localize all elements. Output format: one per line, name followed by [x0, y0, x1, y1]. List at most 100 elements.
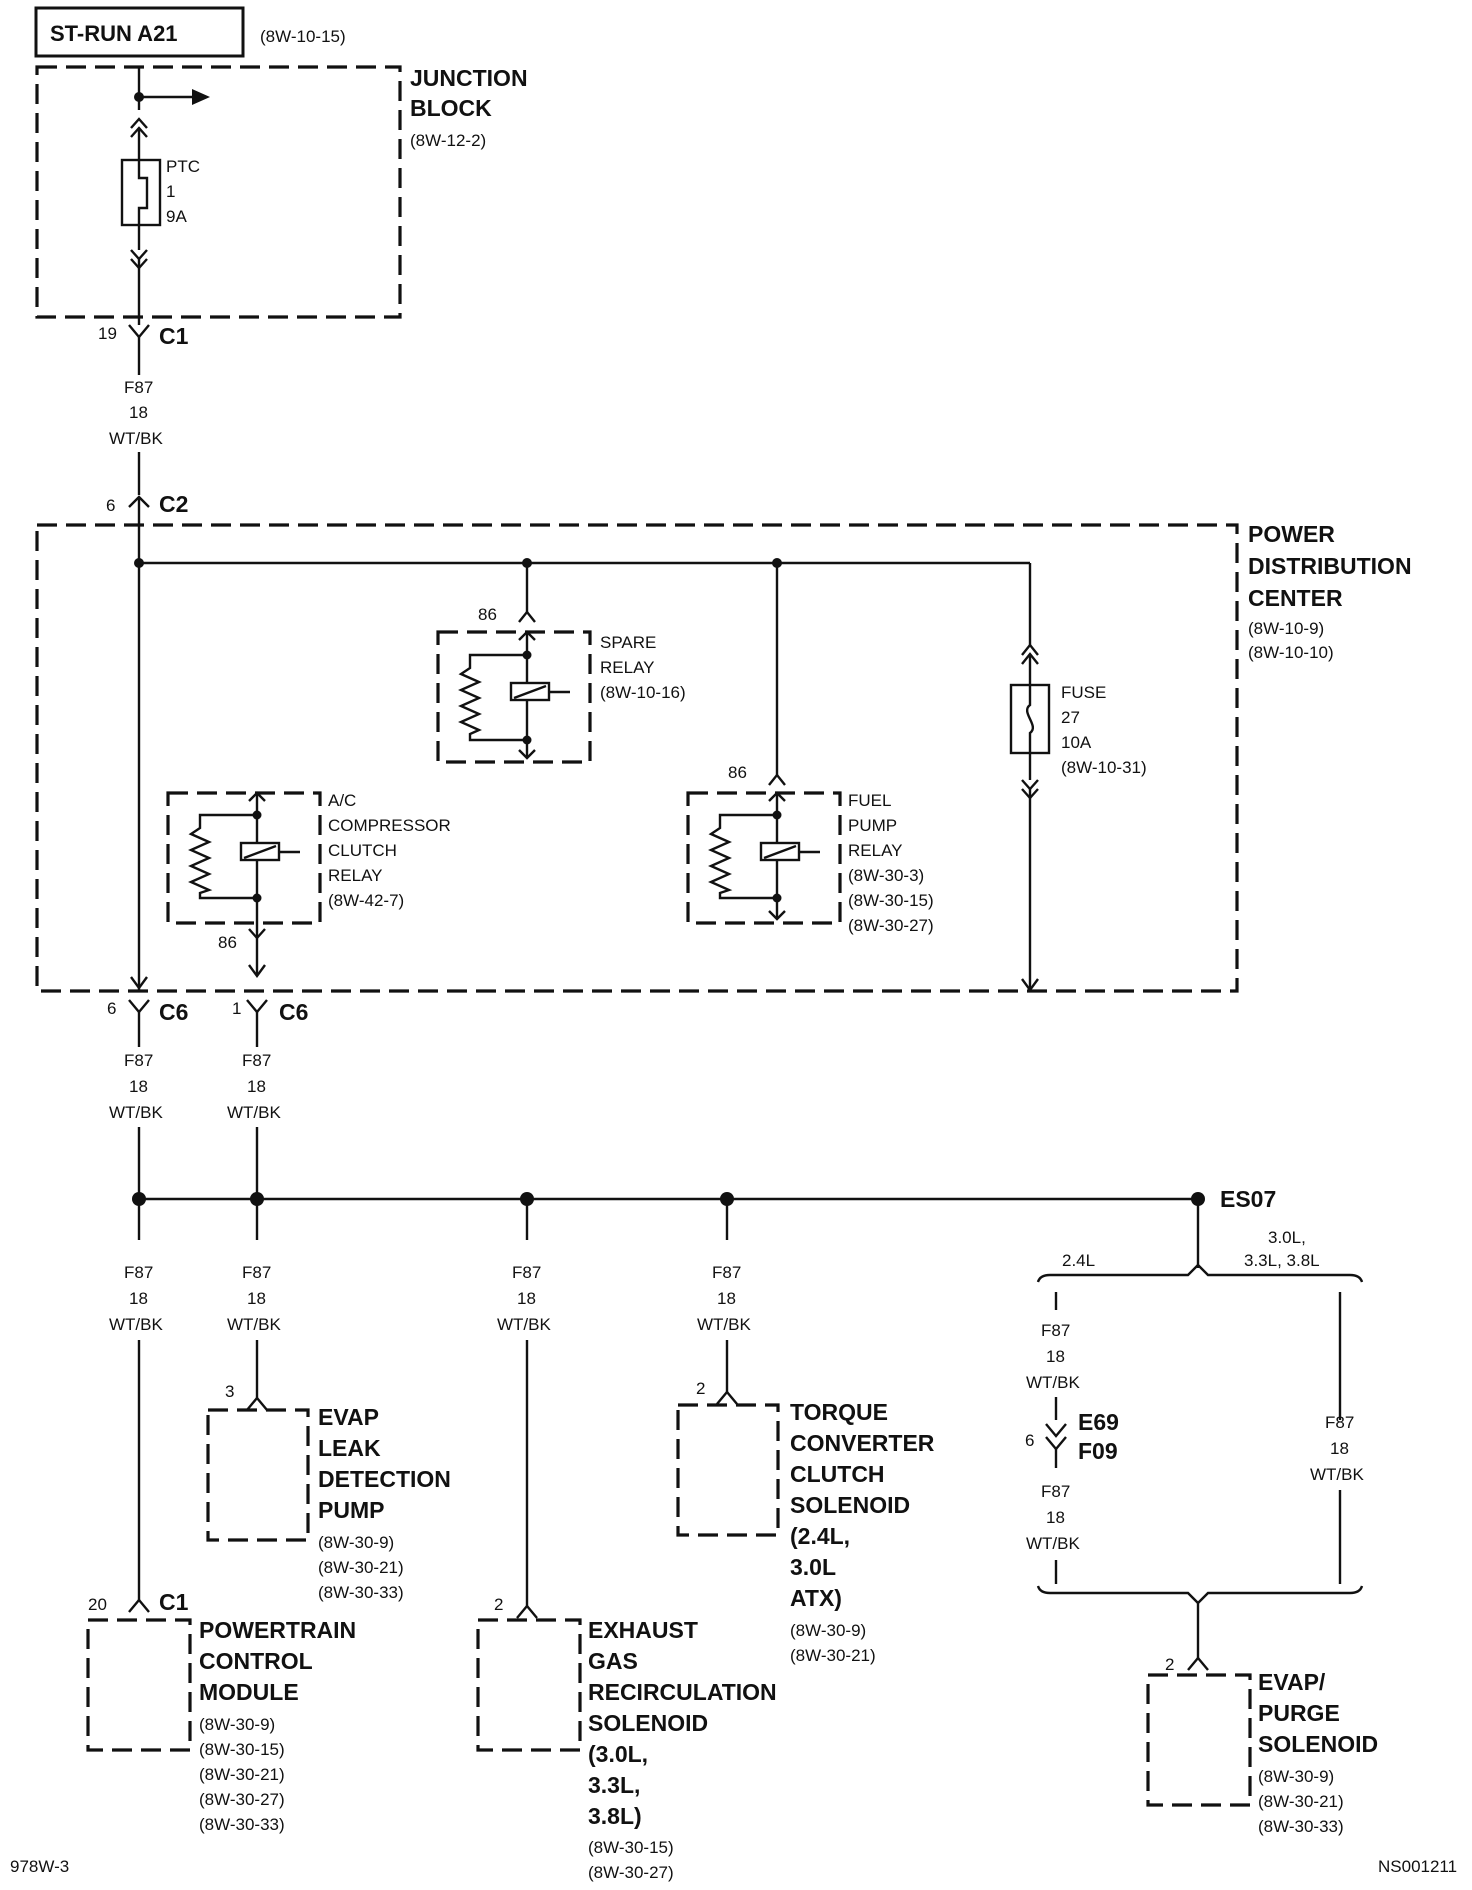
pcm-label-3: MODULE [199, 1679, 299, 1705]
wire-label-f87: F87 [1325, 1413, 1354, 1432]
footer-left-code: 978W-3 [10, 1857, 69, 1876]
egr-label-2: GAS [588, 1648, 638, 1674]
fuel-pump-relay-pin: 86 [728, 763, 747, 782]
branch-brace-top [1036, 1263, 1364, 1283]
torque-label-1: TORQUE [790, 1399, 888, 1425]
fuse-label: FUSE [1061, 683, 1106, 702]
pdc-label-1: POWER [1248, 521, 1335, 547]
ptc-rating: 9A [166, 207, 187, 226]
egr-label-3: RECIRCULATION [588, 1679, 777, 1705]
wire-label-gauge: 18 [717, 1289, 736, 1308]
wire-label-color: WT/BK [1310, 1465, 1364, 1484]
ac-relay-label-3: CLUTCH [328, 841, 397, 860]
c1-top-pin: 19 [98, 324, 117, 343]
ac-relay-pin: 86 [218, 933, 237, 952]
e69-pin: 6 [1025, 1431, 1034, 1450]
egr-ref-1: (8W-30-15) [588, 1838, 674, 1857]
c6-right-name: C6 [279, 999, 308, 1025]
egr-solenoid-outline [476, 1618, 582, 1752]
ptc-label: PTC [166, 157, 200, 176]
pcm-label-1: POWERTRAIN [199, 1617, 356, 1643]
evap-leak-ref-1: (8W-30-9) [318, 1533, 394, 1552]
egr-pin: 2 [494, 1595, 503, 1614]
wire-label-color: WT/BK [109, 1315, 163, 1334]
ac-relay-label-4: RELAY [328, 866, 383, 885]
pcm-ref-3: (8W-30-21) [199, 1765, 285, 1784]
footer-right-code: NS001211 [1378, 1857, 1457, 1876]
fuel-pump-relay-label-1: FUEL [848, 791, 891, 810]
evap-leak-ref-3: (8W-30-33) [318, 1583, 404, 1602]
purge-ref-1: (8W-30-9) [1258, 1767, 1334, 1786]
wire-label-gauge: 18 [1046, 1347, 1065, 1366]
f09-name: F09 [1078, 1438, 1118, 1464]
torque-pin: 2 [696, 1379, 705, 1398]
branch-right-label-2: 3.3L, 3.8L [1244, 1251, 1320, 1270]
c6-right-pin: 1 [232, 999, 241, 1018]
pcm-connector: C1 [159, 1589, 189, 1615]
wire-label-f87: F87 [242, 1051, 271, 1070]
branch-right-label-1: 3.0L, [1268, 1228, 1306, 1247]
torque-label-4: SOLENOID [790, 1492, 910, 1518]
spare-relay-icon [458, 630, 570, 760]
junction-block-label-1: JUNCTION [410, 65, 528, 91]
wire-label-f87: F87 [124, 378, 153, 397]
c6-left-name: C6 [159, 999, 188, 1025]
circuit-title: ST-RUN A21 [50, 21, 178, 46]
branch-brace-bottom [1036, 1585, 1364, 1605]
fuel-pump-relay-ref-3: (8W-30-27) [848, 916, 934, 935]
connector-e69-f09 [1045, 1423, 1067, 1451]
purge-label-2: PURGE [1258, 1700, 1340, 1726]
torque-label-2: CONVERTER [790, 1430, 935, 1456]
c1-top-name: C1 [159, 323, 189, 349]
evap-leak-label-4: PUMP [318, 1497, 384, 1523]
pcm-ref-5: (8W-30-33) [199, 1815, 285, 1834]
continuation-arrow-icon [192, 89, 210, 105]
wire-label-color: WT/BK [227, 1315, 281, 1334]
wire-label-f87: F87 [124, 1051, 153, 1070]
wire-label-color: WT/BK [109, 1103, 163, 1122]
purge-solenoid-outline [1146, 1673, 1252, 1807]
ac-relay-ref: (8W-42-7) [328, 891, 404, 910]
wire-label-gauge: 18 [129, 1289, 148, 1308]
pcm-pin: 20 [88, 1595, 107, 1614]
wire-label-f87: F87 [242, 1263, 271, 1282]
torque-ref-2: (8W-30-21) [790, 1646, 876, 1665]
e69-name: E69 [1078, 1409, 1119, 1435]
evap-leak-label-3: DETECTION [318, 1466, 451, 1492]
spare-relay-ref: (8W-10-16) [600, 683, 686, 702]
wire-label-color: WT/BK [497, 1315, 551, 1334]
pcm-label-2: CONTROL [199, 1648, 313, 1674]
fuse-rating: 10A [1061, 733, 1092, 752]
junction-block-ref: (8W-12-2) [410, 131, 486, 150]
wire-label-gauge: 18 [129, 1077, 148, 1096]
branch-left-label: 2.4L [1062, 1251, 1095, 1270]
pcm-ref-4: (8W-30-27) [199, 1790, 285, 1809]
wire-label-f87: F87 [124, 1263, 153, 1282]
wire-label-color: WT/BK [1026, 1373, 1080, 1392]
wire-label-gauge: 18 [1330, 1439, 1349, 1458]
torque-solenoid-outline [676, 1403, 780, 1537]
fuel-pump-relay-ref-1: (8W-30-3) [848, 866, 924, 885]
purge-ref-3: (8W-30-33) [1258, 1817, 1344, 1836]
wire-label-color: WT/BK [697, 1315, 751, 1334]
pcm-ref-2: (8W-30-15) [199, 1740, 285, 1759]
pdc-label-2: DISTRIBUTION [1248, 553, 1412, 579]
fuel-pump-relay-label-3: RELAY [848, 841, 903, 860]
circuit-title-ref: (8W-10-15) [260, 27, 346, 46]
evap-leak-ref-2: (8W-30-21) [318, 1558, 404, 1577]
pdc-ref-2: (8W-10-10) [1248, 643, 1334, 662]
fuse-icon [1009, 683, 1051, 755]
wire-label-f87: F87 [1041, 1321, 1070, 1340]
connector-c1-top [128, 324, 150, 339]
egr-label-7: 3.8L) [588, 1803, 642, 1829]
torque-ref-1: (8W-30-9) [790, 1621, 866, 1640]
wire-label-color: WT/BK [227, 1103, 281, 1122]
ac-relay-outline [166, 791, 322, 925]
spare-relay-label-2: RELAY [600, 658, 655, 677]
wire-label-f87: F87 [1041, 1482, 1070, 1501]
pcm-outline [86, 1618, 192, 1752]
wire-label-gauge: 18 [517, 1289, 536, 1308]
fuel-pump-relay-outline [686, 791, 842, 925]
pdc-ref-1: (8W-10-9) [1248, 619, 1324, 638]
egr-label-6: 3.3L, [588, 1772, 640, 1798]
